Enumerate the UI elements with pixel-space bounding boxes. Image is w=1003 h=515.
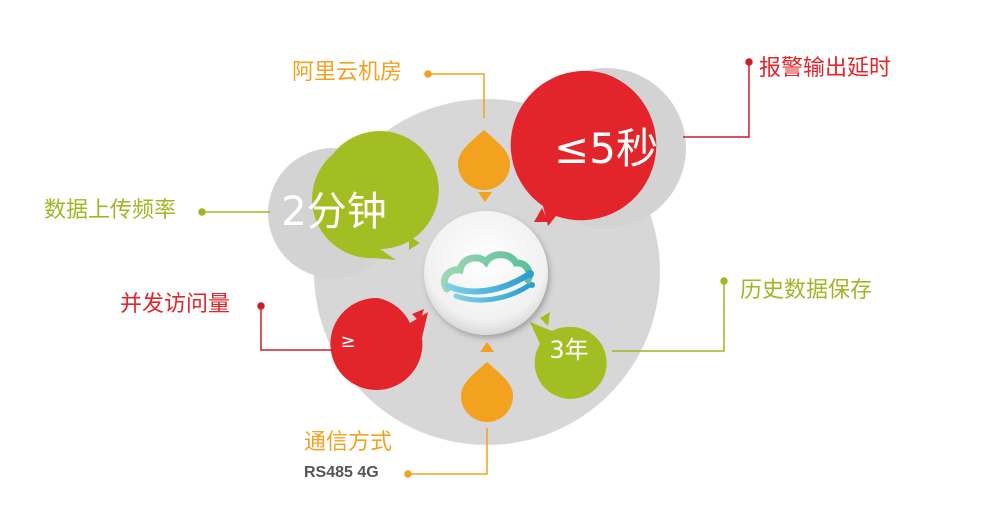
center-hub [424, 211, 548, 335]
label-history: 历史数据保存 [740, 278, 873, 303]
concurrency-bubble [330, 297, 428, 390]
upload-frequency-bubble [268, 131, 439, 278]
comm-drop [461, 362, 513, 422]
arrow-left [409, 236, 420, 250]
label-comm: 通信方式 [304, 430, 393, 455]
cloud-logo-icon [440, 251, 535, 303]
arrow-topright [534, 208, 548, 222]
value-upload-freq: 2分钟 [281, 189, 387, 235]
label-alarm-delay: 报警输出延时 [759, 56, 892, 81]
history-bubble [530, 322, 607, 399]
alarm-delay-bubble [510, 68, 686, 228]
connector-comm [404, 428, 488, 478]
arrow-bottom [480, 342, 494, 352]
arrow-lowerright [540, 312, 550, 326]
label-concurrency: 并发访问量 [120, 292, 231, 317]
label-cloud-room: 阿里云机房 [292, 60, 403, 85]
arrow-lowerleft [412, 309, 424, 322]
connector-cloud-room [424, 70, 485, 118]
connector-history [612, 277, 728, 352]
label-upload-freq: 数据上传频率 [44, 198, 177, 223]
cloud-room-drop [458, 130, 510, 190]
value-history: 3年 [549, 336, 589, 364]
label-comm-sub: RS485 4G [304, 464, 379, 481]
arrow-top [478, 192, 492, 202]
value-alarm-delay: ≤5秒 [554, 124, 658, 173]
connector-alarm-delay [683, 58, 753, 138]
connector-upload-freq [198, 208, 270, 216]
connector-concurrency [257, 302, 334, 351]
value-concurrency: ≥ [340, 331, 356, 352]
